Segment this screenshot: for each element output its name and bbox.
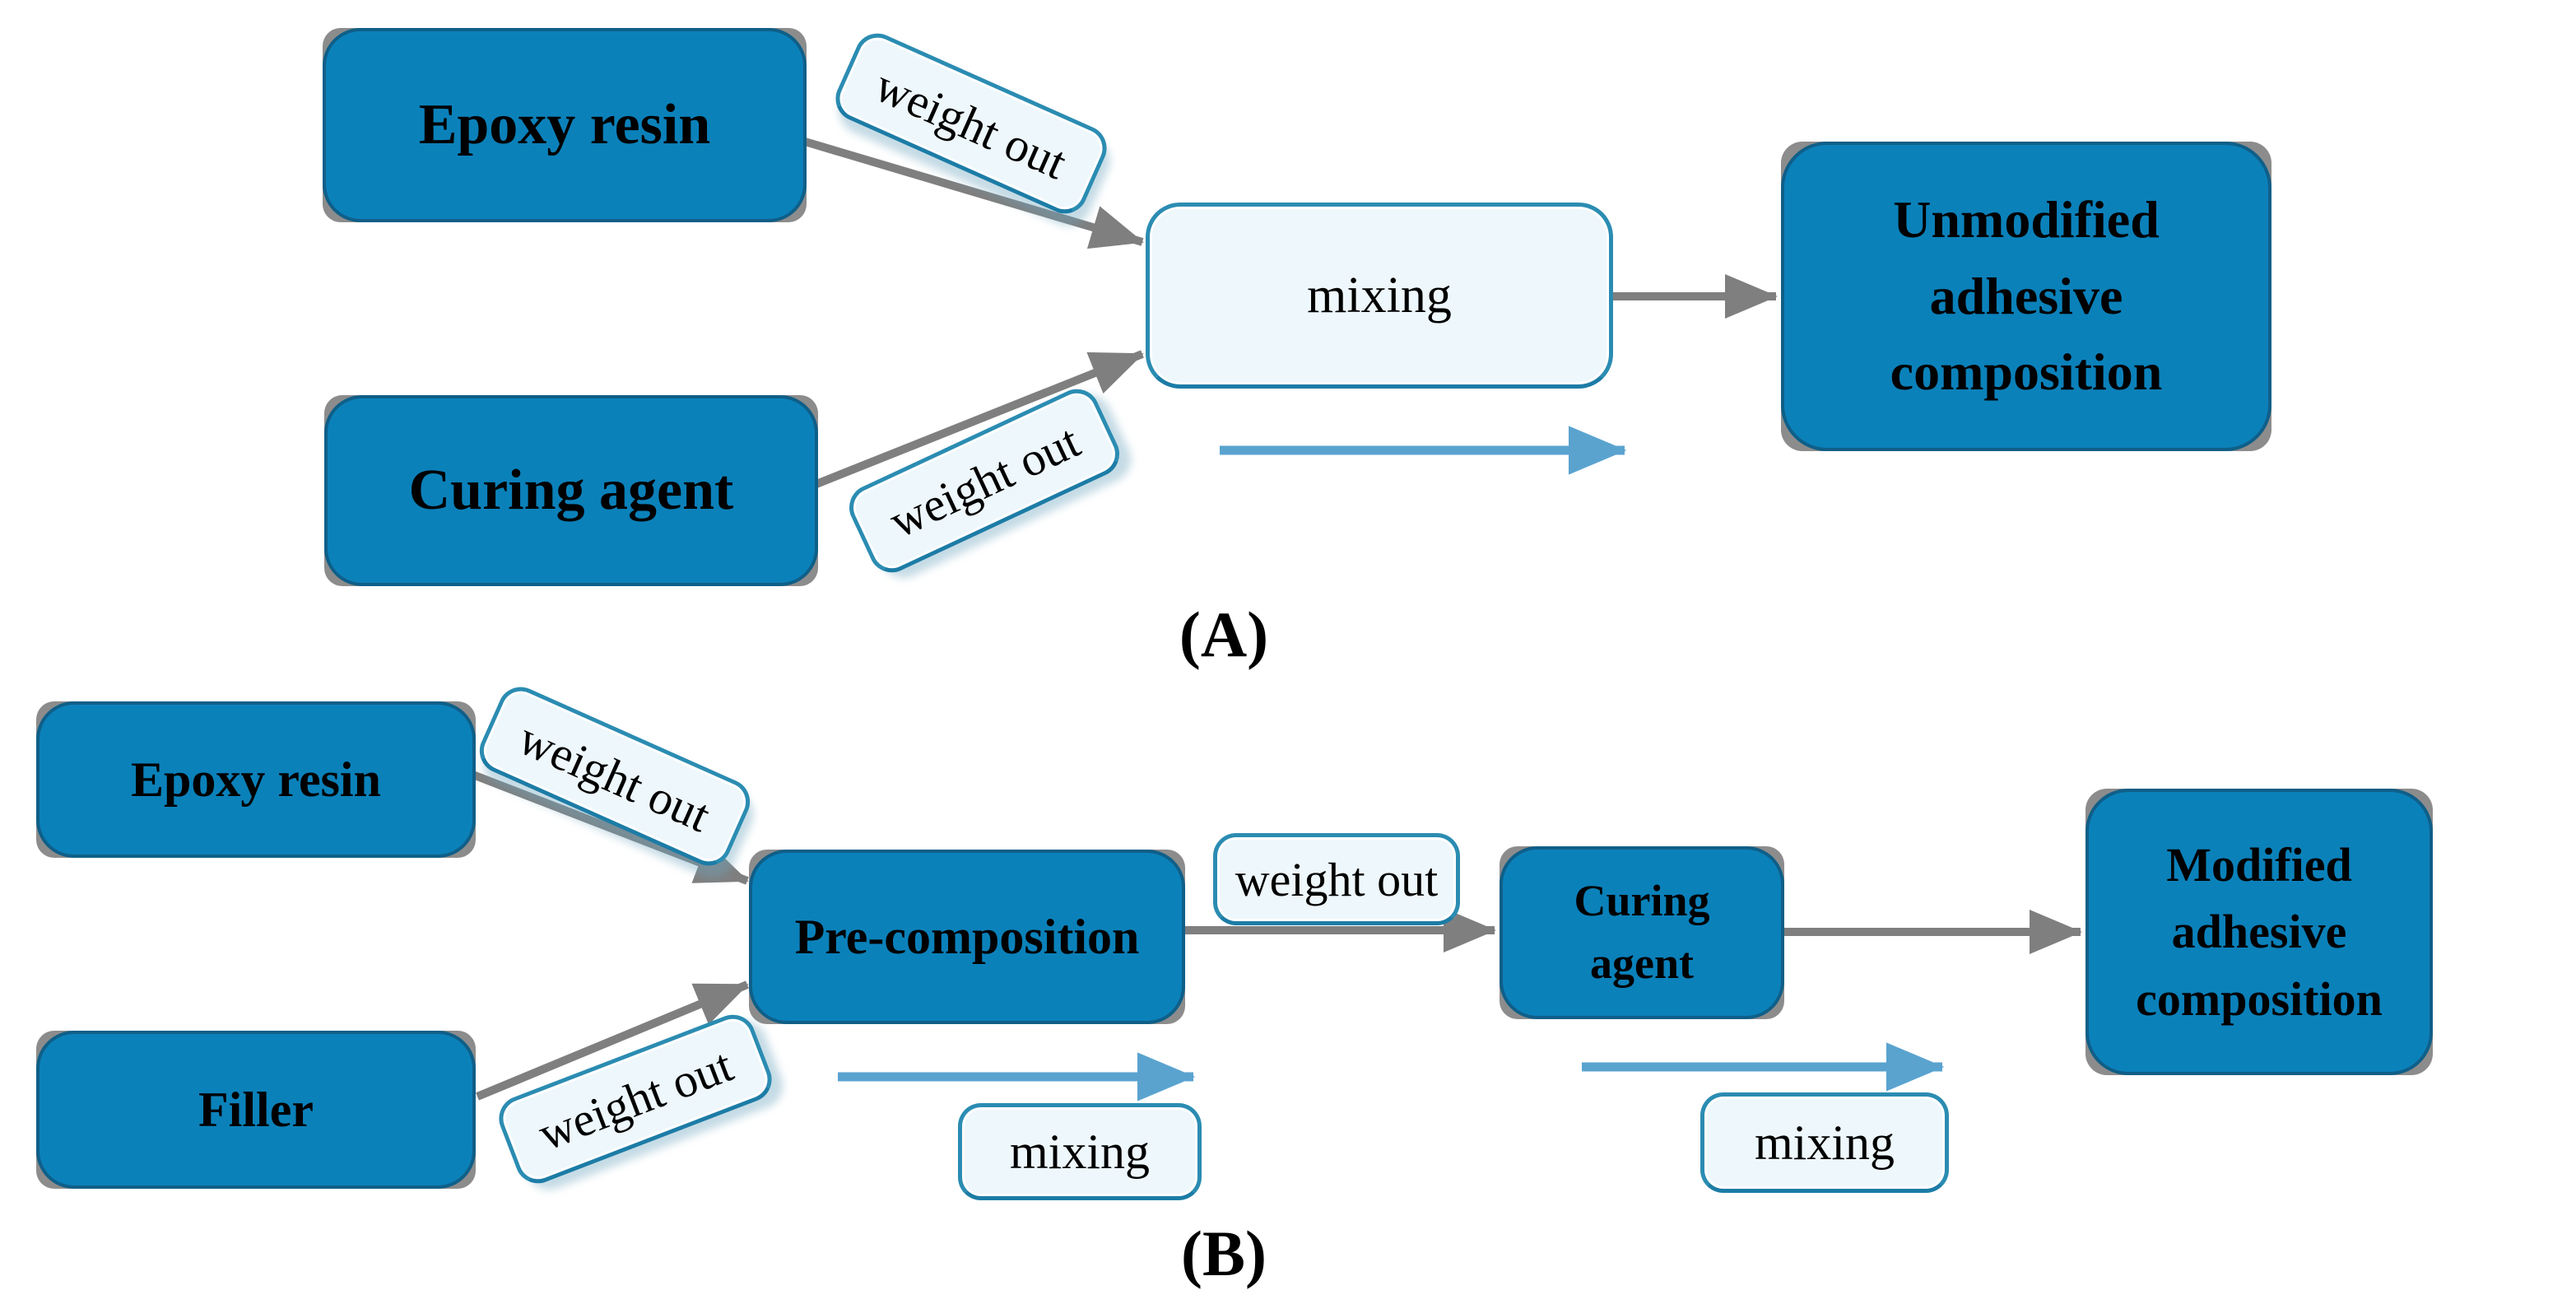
arrow-a-curing-to-mixing (815, 350, 1144, 488)
box-curing-agent-a-label: Curing agent (324, 395, 818, 586)
box-modified-result: Modified adhesive composition (2085, 789, 2433, 1075)
box-filler: Filler (36, 1031, 476, 1189)
box-epoxy-resin-b-label: Epoxy resin (36, 701, 476, 858)
box-pre-composition: Pre-composition (749, 850, 1185, 1024)
label-mixing-b-left: mixing (958, 1103, 1202, 1200)
arrow-b-filler-to-precomp (476, 980, 749, 1101)
box-curing-agent-b: Curing agent (1500, 846, 1784, 1019)
box-unmodified-result: Unmodified adhesive composition (1781, 142, 2271, 451)
box-modified-result-label: Modified adhesive composition (2085, 789, 2433, 1075)
label-mixing-b-right: mixing (1700, 1092, 1949, 1193)
box-pre-composition-label: Pre-composition (749, 850, 1185, 1024)
box-unmodified-result-label: Unmodified adhesive composition (1781, 142, 2271, 451)
box-epoxy-resin-b: Epoxy resin (36, 701, 476, 858)
box-epoxy-resin-a: Epoxy resin (323, 28, 807, 222)
box-mixing-a: mixing (1146, 203, 1613, 389)
label-weight-out-b-mid: weight out (1213, 833, 1460, 925)
box-epoxy-resin-a-label: Epoxy resin (323, 28, 807, 222)
panel-b-caption: (B) (1181, 1218, 1267, 1289)
box-curing-agent-b-label: Curing agent (1500, 846, 1784, 1019)
panel-a-caption: (A) (1179, 598, 1269, 670)
arrow-a-epoxy-to-mixing (803, 137, 1144, 249)
box-filler-label: Filler (36, 1031, 476, 1189)
box-curing-agent-a: Curing agent (324, 395, 818, 586)
